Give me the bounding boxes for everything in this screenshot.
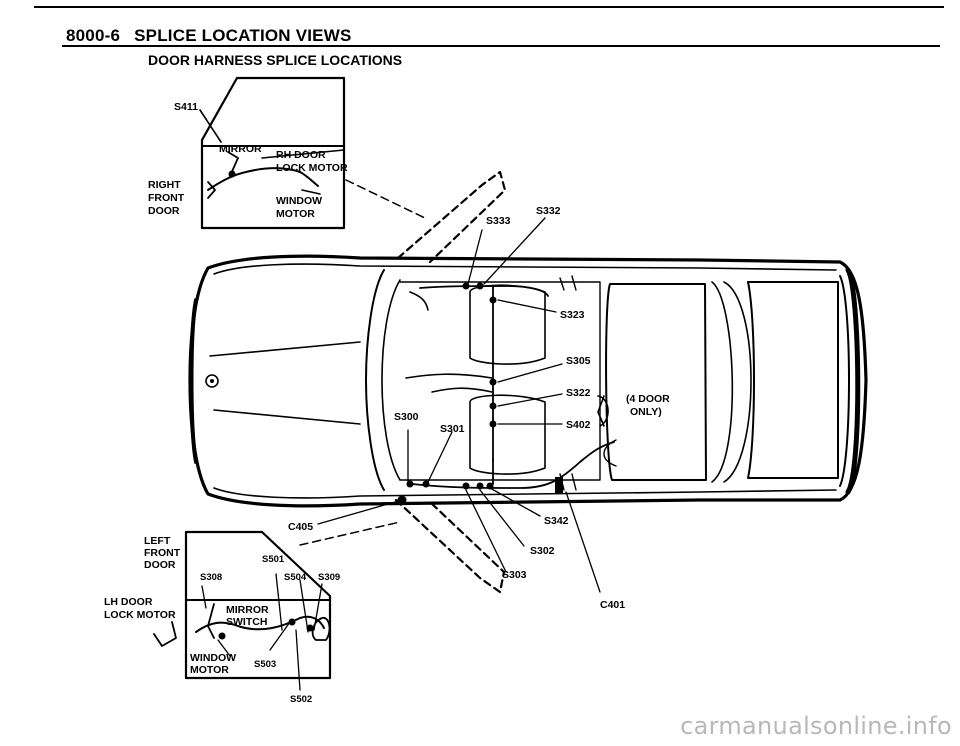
- splice-label-s342: S342: [544, 515, 569, 527]
- rh-window-motor-label-2: MOTOR: [276, 208, 315, 220]
- leader-lines: [317, 217, 601, 593]
- splice-label-s309: S309: [318, 572, 340, 583]
- left-door-swing-outline: [394, 498, 506, 594]
- splice-label-s503: S503: [254, 659, 276, 670]
- header-rule: [62, 45, 940, 47]
- splice-label-s502: S502: [290, 694, 312, 705]
- four-door-brace: [597, 395, 609, 427]
- splice-label-s308: S308: [200, 572, 222, 583]
- splice-label-s323: S323: [560, 309, 585, 321]
- right-front-door-label-2: FRONT: [148, 192, 185, 204]
- splice-label-s504: S504: [284, 572, 307, 583]
- rh-lock-motor-label-1: RH DOOR: [276, 149, 326, 161]
- splice-label-s303: S303: [502, 569, 527, 581]
- splice-label-s402: S402: [566, 419, 591, 431]
- rh-lock-motor-label-2: LOCK MOTOR: [276, 162, 348, 174]
- right-door-splice-dot: [228, 170, 236, 178]
- mirror-switch-label-2: SWITCH: [226, 616, 267, 628]
- top-rule: [34, 6, 944, 8]
- connector-label-c405: C405: [288, 521, 313, 533]
- left-door-callout-line: [299, 521, 401, 546]
- splice-label-s411: S411: [174, 101, 198, 113]
- left-door-panel: [153, 530, 332, 691]
- right-front-door-label-1: RIGHT: [148, 179, 181, 191]
- page-header: 8000-6 SPLICE LOCATION VIEWS: [66, 26, 351, 46]
- four-door-note-1: (4 DOOR: [626, 393, 670, 405]
- car-splice-dots: [397, 282, 497, 505]
- rh-window-motor-label-1: WINDOW: [276, 195, 322, 207]
- car-body: [188, 254, 868, 508]
- mirror-label: MIRROR: [219, 143, 262, 155]
- splice-label-s332: S332: [536, 205, 561, 217]
- diagram-subtitle: DOOR HARNESS SPLICE LOCATIONS: [148, 52, 403, 68]
- page-title: SPLICE LOCATION VIEWS: [134, 26, 352, 45]
- right-door-callout-line: [345, 179, 426, 219]
- mirror-switch-label-1: MIRROR: [226, 604, 269, 616]
- splice-label-s322: S322: [566, 387, 591, 399]
- right-door-panel: [199, 76, 346, 230]
- left-front-door-label-3: DOOR: [144, 559, 176, 571]
- splice-label-s305: S305: [566, 355, 591, 367]
- left-front-door-label-2: FRONT: [144, 547, 181, 559]
- lh-lock-motor-label-2: LOCK MOTOR: [104, 609, 176, 621]
- splice-label-s501: S501: [262, 554, 285, 565]
- car-harness: [405, 285, 615, 489]
- splice-label-s333: S333: [486, 215, 511, 227]
- left-front-door-label-1: LEFT: [144, 535, 171, 547]
- lh-window-motor-label-2: MOTOR: [190, 664, 229, 676]
- splice-label-s302: S302: [530, 545, 555, 557]
- right-front-door-label-3: DOOR: [148, 205, 180, 217]
- splice-label-s300: S300: [394, 411, 419, 423]
- lh-lock-motor-label-1: LH DOOR: [104, 596, 153, 608]
- connector-label-c401: C401: [600, 599, 625, 611]
- lh-window-motor-label-1: WINDOW: [190, 652, 236, 664]
- right-door-swing-outline: [396, 170, 507, 264]
- four-door-note-2: ONLY): [630, 406, 662, 418]
- section-number: 8000-6: [66, 26, 121, 45]
- splice-label-s301: S301: [440, 423, 465, 435]
- watermark: carmanualsonline.info: [680, 712, 952, 740]
